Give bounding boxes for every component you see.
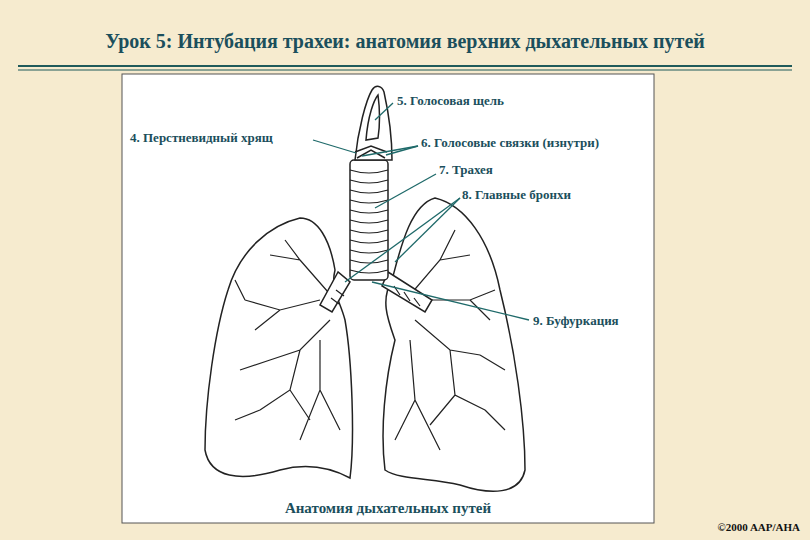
copyright-note: ©2000 AAP/AHA [718,521,800,533]
callout-label: 4. Перстневидный хрящ [130,130,273,146]
title-rule [18,70,792,71]
figure-caption: Анатомия дыхательных путей [122,500,654,517]
slide-title: Урок 5: Интубация трахеи: анатомия верхн… [0,30,810,53]
trachea-larynx [320,86,432,312]
callout-label: 9. Буфуркация [533,313,619,329]
figure-frame [122,74,654,523]
larynx [355,86,392,160]
callout-label: 7. Трахея [439,162,493,178]
callout-label: 8. Главные бронхи [462,187,571,203]
callout-label: 5. Голосовая щель [397,93,504,109]
right-lung [383,198,525,491]
title-rule [18,65,792,67]
left-lung [205,218,352,478]
callout-label: 6. Голосовые связки (изнутри) [421,135,599,151]
